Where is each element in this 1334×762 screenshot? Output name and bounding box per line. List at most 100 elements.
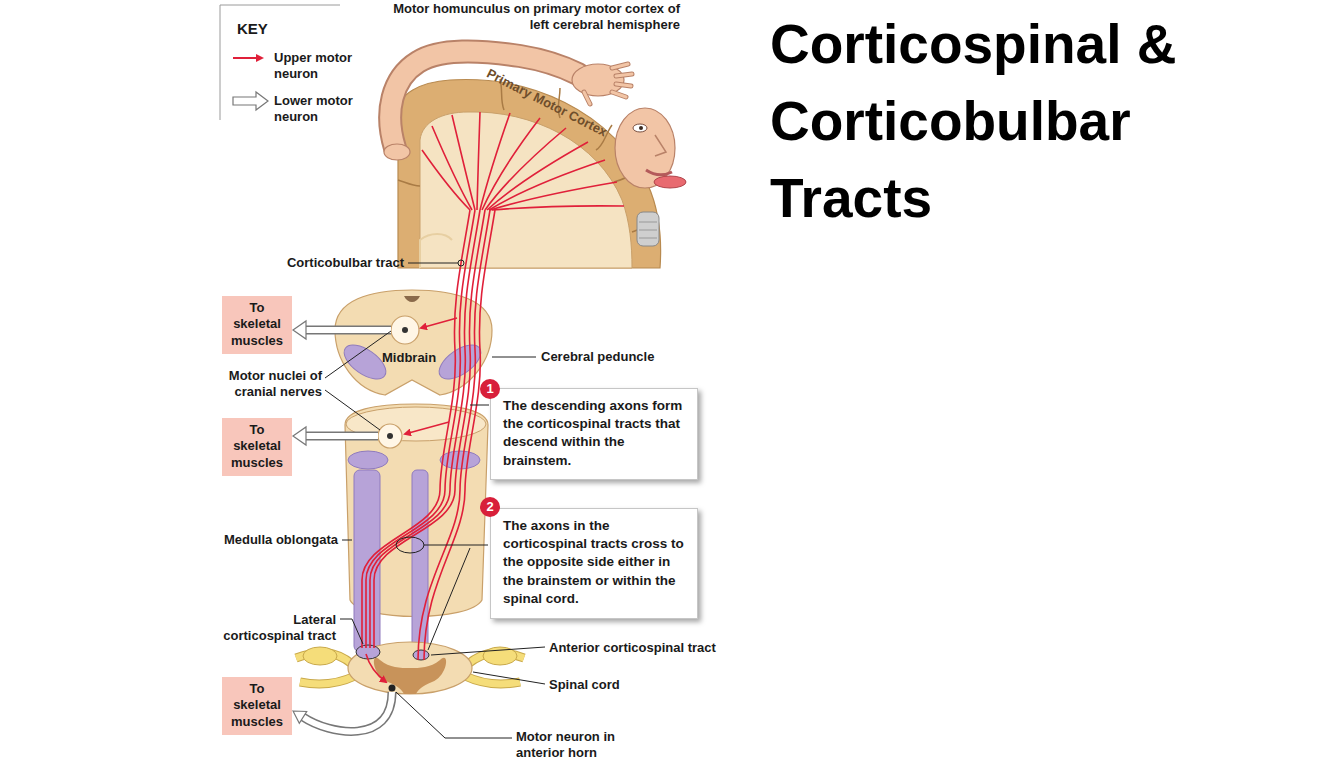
leader-lines-part (431, 647, 545, 655)
leader-lines-part (470, 405, 489, 406)
upper-motor-sample (233, 58, 262, 59)
structure-label: Motor nuclei of cranial nerves (196, 368, 322, 399)
spinal-cord-section-part (356, 645, 380, 659)
upper-motor-fibers-part (487, 142, 588, 210)
upper-motor-fibers-part (485, 128, 566, 210)
structure-label: Spinal cord (549, 677, 669, 693)
medulla-section-part (387, 433, 393, 439)
spinal-cord-section-part (300, 676, 355, 684)
homunculus-part (584, 64, 632, 104)
homunculus-part (637, 212, 659, 246)
midbrain-section-part (404, 296, 420, 302)
spinal-cord-section-part (389, 685, 396, 692)
midbrain-section-part (335, 290, 492, 395)
muscle-target-box: To skeletal muscles (222, 677, 292, 735)
spinal-cord-section-part (374, 658, 446, 694)
leader-lines-part (458, 260, 464, 266)
homunculus-part (639, 126, 643, 130)
upper-motor-fibers-part (405, 422, 449, 434)
lower-motor-arrows-part (305, 327, 391, 333)
cerebral-slice-part (398, 80, 661, 268)
region-label: Midbrain (382, 350, 448, 366)
leader-lines-part (325, 390, 380, 430)
lower-motor-arrows-part (293, 711, 307, 723)
node-text: To skeletal muscles (224, 681, 290, 730)
upper-motor-fibers-part (366, 654, 386, 682)
callout-number: 2 (480, 497, 500, 517)
homunculus-part (384, 144, 410, 160)
spinal-cord-section-part (465, 676, 520, 684)
upper-motor-fibers-part (477, 112, 480, 210)
lower-motor-arrows-part (305, 433, 378, 439)
lower-motor-arrows-part (303, 692, 392, 731)
upper-motor-fibers-part (452, 115, 475, 210)
lower-motor-arrows-part (303, 692, 392, 731)
figure-note: Motor homunculus on primary motor cortex… (380, 1, 680, 32)
spinal-cord-section-part (300, 676, 355, 684)
structure-label: Cerebral peduncle (541, 349, 691, 365)
upper-motor-fibers-part (489, 160, 605, 210)
muscle-target-box: To skeletal muscles (222, 296, 292, 354)
homunculus-part (584, 64, 632, 104)
leader-lines-part (424, 545, 488, 546)
node-text: To skeletal muscles (224, 422, 290, 471)
lower-motor-sample-part (233, 92, 268, 110)
muscle-target-box: To skeletal muscles (222, 418, 292, 476)
homunculus-part (646, 170, 672, 175)
upper-motor-fibers-part (421, 318, 457, 328)
spinal-cord-section-part (303, 647, 337, 665)
lower-motor-arrows-part (293, 321, 306, 339)
medulla-section-part (378, 424, 402, 448)
upper-motor-fibers-part (492, 206, 624, 210)
callout-box: The axons in the corticospinal tracts cr… (490, 508, 698, 619)
upper-motor-fibers-part (482, 118, 540, 210)
leader-lines-part (396, 692, 512, 738)
midbrain-section-part (402, 327, 408, 333)
leader-lines (325, 260, 545, 738)
upper-motor-fibers-part (366, 210, 475, 648)
lower-motor-arrows-part (293, 427, 306, 445)
node-text: The axons in the corticospinal tracts cr… (503, 517, 689, 608)
leader-lines-part (473, 672, 545, 684)
lower-motor-sample (233, 92, 268, 110)
spinal-cord-section (296, 642, 524, 694)
lower-motor-arrows-part (306, 326, 391, 335)
homunculus-part (633, 124, 647, 132)
tract-label: Lateral corticospinal tract (211, 612, 336, 643)
homunculus (384, 51, 686, 246)
upper-motor-fibers-part (418, 210, 490, 660)
upper-motor-fibers-part (424, 210, 495, 660)
lower-motor-arrows-part (306, 432, 378, 441)
midbrain-section (335, 290, 492, 395)
homunculus-part (655, 135, 666, 156)
tract-label: Anterior corticospinal tract (549, 640, 719, 656)
homunculus-part (639, 222, 657, 238)
spinal-cord-section-part (413, 650, 429, 660)
spinal-cord-section-part (465, 676, 520, 684)
callout-box: The descending axons form the corticospi… (490, 388, 698, 480)
tract-label: Corticobulbar tract (250, 255, 404, 271)
leader-lines-part (396, 537, 424, 553)
leader-lines-part (342, 540, 352, 541)
structure-label: Motor neuron in anterior horn (516, 729, 646, 760)
leader-lines-part (340, 619, 363, 644)
legend-text: Lower motor neuron (274, 93, 360, 124)
leader-lines-part (325, 331, 391, 378)
node-text: To skeletal muscles (224, 300, 290, 349)
midbrain-section-part (391, 316, 419, 344)
upper-motor-fibers-part (432, 126, 472, 210)
legend-heading: KEY (237, 20, 297, 38)
leader-lines-part (428, 548, 470, 650)
diagram-title: Corticospinal & Corticobulbar Tracts (770, 6, 1290, 237)
medulla-section-part (348, 451, 388, 469)
legend-text: Upper motor neuron (274, 50, 360, 81)
medulla-section-part (440, 451, 480, 469)
callout-number: 1 (480, 379, 500, 399)
leader-lines-part (408, 263, 458, 264)
homunculus-part (654, 176, 686, 188)
spinal-cord-section-part (348, 642, 472, 694)
upper-motor-sample-part (233, 57, 262, 59)
region-label: Medulla oblongata (190, 532, 338, 548)
leader-lines-part (492, 357, 536, 358)
